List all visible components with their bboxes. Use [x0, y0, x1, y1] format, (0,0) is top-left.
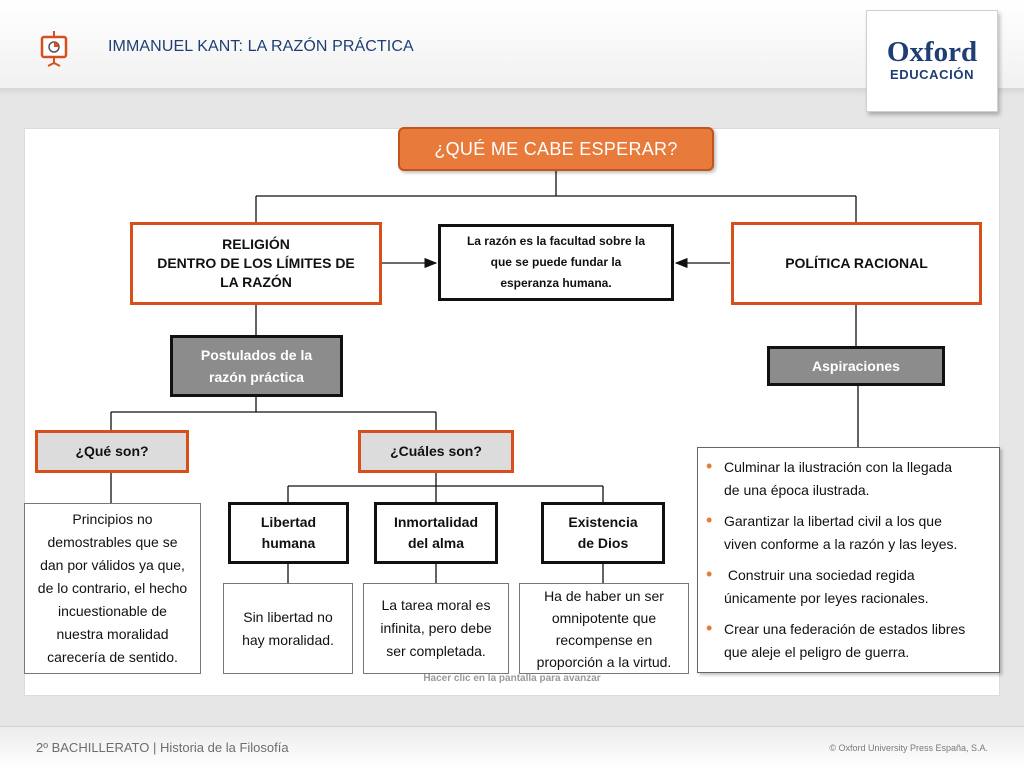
- principios-line: incuestionable de: [58, 603, 167, 619]
- principios-line: carecería de sentido.: [47, 649, 178, 665]
- aspiracion-line: únicamente por leyes racionales.: [724, 590, 929, 606]
- course-label: 2º BACHILLERATO | Historia de la Filosof…: [36, 740, 289, 755]
- politica-racional-box: POLÍTICA RACIONAL: [731, 222, 982, 305]
- copyright-label: © Oxford University Press España, S.A.: [829, 743, 988, 753]
- principios-line: nuestra moralidad: [56, 626, 169, 642]
- existencia-line: Existencia: [568, 514, 638, 530]
- inmortalidad-line: del alma: [407, 535, 464, 551]
- religion-line: DENTRO DE LOS LÍMITES DE: [157, 255, 355, 271]
- postulados-box: Postulados de la razón práctica: [170, 335, 343, 397]
- slide-title: IMMANUEL KANT: LA RAZÓN PRÁCTICA: [108, 38, 414, 55]
- reason-line: que se puede fundar la: [490, 255, 622, 269]
- aspiracion-line: Garantizar la libertad civil a los que: [724, 513, 942, 529]
- aspiracion-item: • Culminar la ilustración con la llegada…: [706, 456, 987, 502]
- libertad-line: humana: [261, 535, 316, 551]
- oxford-educacion-logo: Oxford EDUCACIÓN: [866, 10, 998, 112]
- bullet-icon: •: [706, 564, 713, 584]
- aspiracion-line: Culminar la ilustración con la llegada: [724, 459, 953, 475]
- aspiracion-line: de una época ilustrada.: [724, 482, 870, 498]
- cuales-son-box: ¿Cuáles son?: [358, 430, 514, 473]
- aspiracion-line: Construir una sociedad regida: [724, 567, 915, 583]
- header-shadow: [0, 88, 1024, 96]
- libertad-desc-box: Sin libertad no hay moralidad.: [223, 583, 353, 674]
- principios-line: demostrables que se: [47, 534, 178, 550]
- libertad-desc-line: Sin libertad no: [243, 608, 333, 625]
- politica-text: POLÍTICA RACIONAL: [785, 255, 928, 271]
- aspiracion-item: • Garantizar la libertad civil a los que…: [706, 510, 987, 556]
- libertad-line: Libertad: [260, 514, 317, 530]
- inmortalidad-desc-box: La tarea moral es infinita, pero debe se…: [363, 583, 509, 674]
- religion-line: RELIGIÓN: [222, 236, 290, 252]
- logo-brand: Oxford: [886, 36, 978, 68]
- reason-hope-box: La razón es la facultad sobre la que se …: [438, 224, 674, 301]
- slide-header: [0, 0, 1024, 89]
- inmortalidad-line: Inmortalidad: [393, 514, 478, 530]
- cuales-son-text: ¿Cuáles son?: [390, 443, 482, 459]
- principios-box: Principios no demostrables que se dan po…: [24, 503, 201, 674]
- bullet-icon: •: [706, 510, 713, 530]
- existencia-desc-line: recompense en: [555, 631, 653, 648]
- existencia-dios-box: Existencia de Dios: [541, 502, 665, 564]
- aspiracion-line: viven conforme a la razón y las leyes.: [724, 536, 958, 552]
- existencia-desc-line: proporción a la virtud.: [536, 653, 672, 670]
- aspiraciones-box: Aspiraciones: [767, 346, 945, 386]
- existencia-desc-line: Ha de haber un ser: [544, 587, 664, 604]
- aspiracion-item: • Construir una sociedad regida únicamen…: [706, 564, 987, 610]
- aspiracion-line: que aleje el peligro de guerra.: [724, 644, 910, 660]
- bullet-icon: •: [706, 456, 713, 476]
- inmortalidad-alma-box: Inmortalidad del alma: [374, 502, 498, 564]
- principios-line: Principios no: [72, 511, 153, 527]
- que-son-text: ¿Qué son?: [75, 443, 149, 459]
- aspiracion-line: Crear una federación de estados libres: [724, 621, 966, 637]
- logo-subtitle: EDUCACIÓN: [889, 67, 975, 82]
- slide-footer: [0, 726, 1024, 769]
- reason-line: La razón es la facultad sobre la: [466, 234, 646, 248]
- existencia-line: de Dios: [577, 535, 629, 551]
- inmortalidad-desc-line: La tarea moral es: [381, 597, 491, 613]
- click-to-advance-hint[interactable]: Hacer clic en la pantalla para avanzar: [423, 673, 601, 684]
- bullet-icon: •: [706, 618, 713, 638]
- top-question-box: ¿QUÉ ME CABE ESPERAR?: [398, 127, 714, 171]
- inmortalidad-desc-line: ser completada.: [386, 643, 486, 659]
- religion-box: RELIGIÓN DENTRO DE LOS LÍMITES DE LA RAZ…: [130, 222, 382, 305]
- principios-line: de lo contrario, el hecho: [37, 580, 188, 596]
- reason-line: esperanza humana.: [500, 276, 612, 290]
- libertad-desc-line: hay moralidad.: [242, 631, 334, 648]
- existencia-desc-box: Ha de haber un ser omnipotente que recom…: [519, 583, 689, 674]
- que-son-box: ¿Qué son?: [35, 430, 189, 473]
- principios-line: dan por válidos ya que,: [40, 557, 185, 573]
- postulados-line: razón práctica: [209, 369, 304, 385]
- religion-line: LA RAZÓN: [220, 274, 292, 290]
- existencia-desc-line: omnipotente que: [551, 609, 657, 626]
- postulados-line: Postulados de la: [200, 347, 313, 363]
- aspiraciones-text: Aspiraciones: [812, 358, 900, 374]
- libertad-humana-box: Libertad humana: [228, 502, 349, 564]
- inmortalidad-desc-line: infinita, pero debe: [380, 620, 492, 636]
- aspiraciones-list-box: • Culminar la ilustración con la llegada…: [697, 447, 1000, 673]
- aspiracion-item: • Crear una federación de estados libres…: [706, 618, 987, 664]
- presentation-board-icon: [38, 30, 70, 68]
- top-question-text: ¿QUÉ ME CABE ESPERAR?: [434, 138, 678, 159]
